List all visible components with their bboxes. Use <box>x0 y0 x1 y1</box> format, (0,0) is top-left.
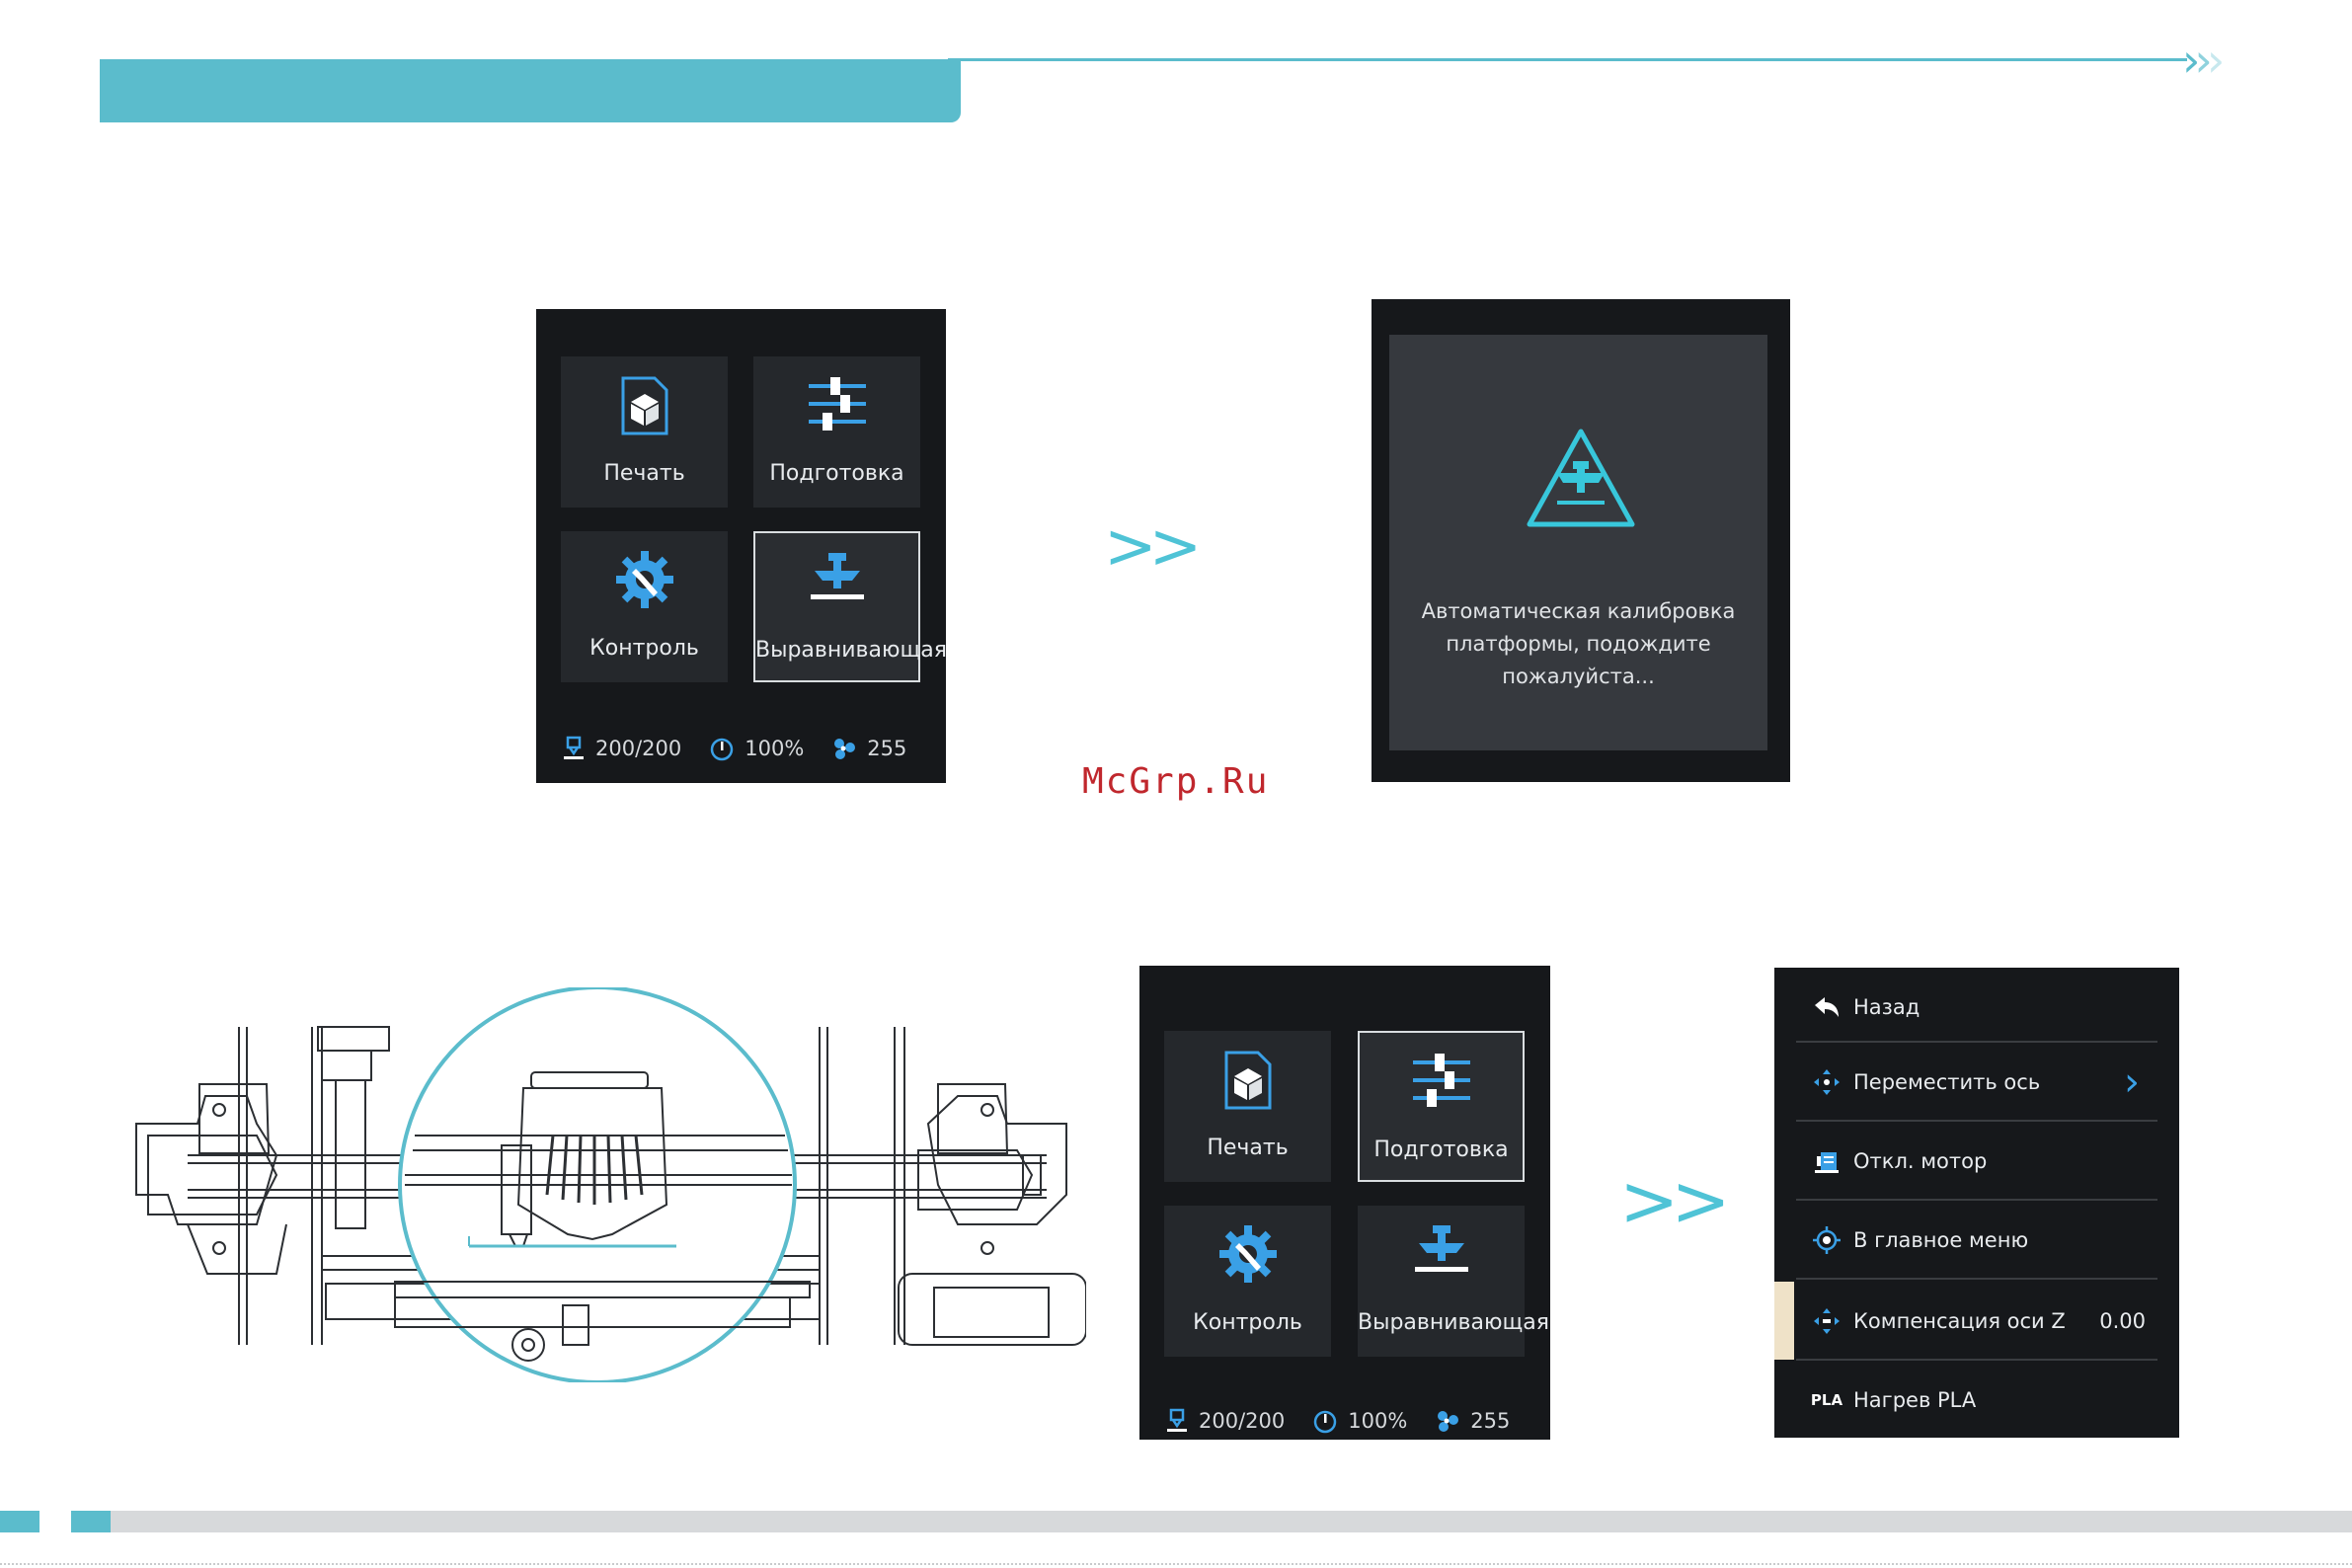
screen-auto-leveling: Автоматическая калибровка платформы, под… <box>1372 299 1790 782</box>
tile-print-label: Печать <box>1164 1136 1331 1160</box>
menu-item-home-label: В главное меню <box>1853 1228 2028 1252</box>
arrow-next-1: >> <box>1104 515 1194 579</box>
leveling-message: Автоматическая калибровка платформы, под… <box>1389 595 1767 693</box>
home-icon <box>1813 1226 1841 1254</box>
control-gear-icon <box>614 549 675 610</box>
menu-item-z-offset-label: Компенсация оси Z <box>1853 1309 2066 1333</box>
status-bar: 200/200 100% 255 <box>562 736 920 761</box>
watermark: McGrp.Ru <box>1082 761 1269 802</box>
screen-prepare-menu: Назад Переместить ось › Откл. мотор <box>1774 968 2179 1438</box>
chevron-right-icon: › <box>2124 1062 2140 1102</box>
print-file-icon <box>1220 1049 1276 1112</box>
footer-bar <box>111 1511 2352 1532</box>
footer-dotted-line <box>0 1563 2352 1565</box>
header-line <box>948 58 2187 61</box>
printer-nozzle-illustration <box>128 987 1086 1382</box>
fan-icon <box>1435 1408 1460 1434</box>
header-chevrons: ››› <box>2182 36 2219 85</box>
pla-icon: PLA <box>1812 1391 1842 1409</box>
arrow-next-2: >> <box>1619 1165 1723 1236</box>
nozzle-temp-icon <box>562 736 586 761</box>
menu-item-back[interactable]: Назад <box>1774 968 2179 1046</box>
footer-block <box>71 1511 111 1532</box>
leveling-message-line3: пожалуйста... <box>1389 661 1767 693</box>
fan-value: 255 <box>867 737 906 760</box>
menu-item-motor-off[interactable]: Откл. мотор <box>1774 1122 2179 1200</box>
leveling-icon <box>1411 1223 1472 1279</box>
menu-item-z-offset[interactable]: Компенсация оси Z 0.00 <box>1774 1282 2179 1360</box>
tile-prepare[interactable]: Подготовка <box>753 356 920 508</box>
printer-line-drawing <box>128 987 1086 1382</box>
header-band <box>100 59 961 122</box>
menu-item-motor-off-label: Откл. мотор <box>1853 1149 1987 1173</box>
status-bar: 200/200 100% 255 <box>1165 1408 1524 1434</box>
menu-divider <box>1796 1278 2157 1280</box>
leveling-dialog: Автоматическая калибровка платформы, под… <box>1389 335 1767 750</box>
tile-leveling[interactable]: Выравнивающая <box>753 531 920 682</box>
footer-block <box>0 1511 39 1532</box>
tile-leveling-label: Выравнивающая <box>755 638 918 663</box>
tile-control[interactable]: Контроль <box>1164 1206 1331 1357</box>
z-offset-value: 0.00 <box>2099 1309 2146 1333</box>
auto-leveling-icon <box>1524 426 1638 534</box>
screen-main-menu-2: Печать Подготовка Контроль <box>1139 966 1550 1440</box>
leveling-message-line2: платформы, подождите <box>1389 628 1767 661</box>
speed-value: 100% <box>1348 1409 1407 1433</box>
temp-value: 200/200 <box>1199 1409 1285 1433</box>
move-axis-icon <box>1813 1068 1841 1096</box>
nozzle-temp-icon <box>1165 1408 1189 1434</box>
prepare-sliders-icon <box>1411 1051 1472 1110</box>
tile-print[interactable]: Печать <box>561 356 728 508</box>
back-arrow-icon <box>1813 995 1841 1019</box>
motor-off-icon <box>1813 1148 1841 1174</box>
speed-value: 100% <box>745 737 804 760</box>
tile-prepare[interactable]: Подготовка <box>1358 1031 1525 1182</box>
z-offset-icon <box>1813 1307 1841 1335</box>
tile-control[interactable]: Контроль <box>561 531 728 682</box>
fan-icon <box>831 736 857 761</box>
menu-item-home[interactable]: В главное меню <box>1774 1201 2179 1279</box>
control-gear-icon <box>1217 1223 1279 1285</box>
menu-item-move-axis[interactable]: Переместить ось › <box>1774 1043 2179 1121</box>
speed-gauge-icon <box>1312 1408 1338 1434</box>
tile-prepare-label: Подготовка <box>1360 1137 1523 1162</box>
screen-main-menu-1: Печать Подготовка Контроль <box>536 309 946 783</box>
speed-gauge-icon <box>709 736 735 761</box>
tile-leveling[interactable]: Выравнивающая <box>1358 1206 1525 1357</box>
menu-item-back-label: Назад <box>1853 995 1920 1019</box>
menu-item-preheat-pla[interactable]: PLA Нагрев PLA <box>1774 1361 2179 1439</box>
fan-value: 255 <box>1470 1409 1510 1433</box>
tile-prepare-label: Подготовка <box>753 461 920 486</box>
tile-control-label: Контроль <box>1164 1310 1331 1335</box>
menu-item-preheat-pla-label: Нагрев PLA <box>1853 1388 1976 1412</box>
leveling-icon <box>807 551 868 606</box>
tile-print-label: Печать <box>561 461 728 486</box>
temp-value: 200/200 <box>595 737 681 760</box>
print-file-icon <box>617 374 672 437</box>
tile-control-label: Контроль <box>561 636 728 661</box>
menu-item-move-axis-label: Переместить ось <box>1853 1070 2040 1094</box>
leveling-message-line1: Автоматическая калибровка <box>1389 595 1767 628</box>
tile-print[interactable]: Печать <box>1164 1031 1331 1182</box>
tile-leveling-label: Выравнивающая <box>1358 1310 1525 1335</box>
prepare-sliders-icon <box>807 374 868 433</box>
